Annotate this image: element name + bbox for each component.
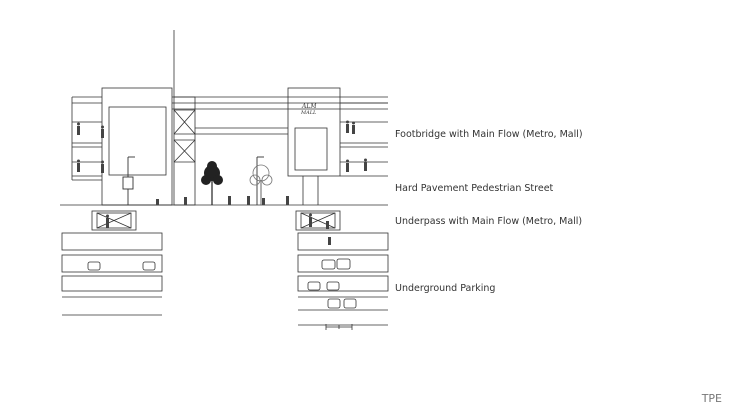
scale-bar	[325, 324, 353, 330]
left-deck-lines	[71, 96, 102, 181]
pedestrian-figures	[77, 120, 367, 245]
street-lamp-right	[256, 156, 264, 205]
parking-slabs-right	[297, 232, 389, 326]
right-building: ALM MALL	[287, 87, 341, 205]
parking-slabs-left	[61, 232, 163, 316]
underpass-left	[91, 210, 137, 231]
parked-cars	[87, 258, 357, 309]
bridge-tower	[173, 96, 196, 206]
footbridge-label: Footbridge with Main Flow (Metro, Mall)	[395, 129, 583, 140]
left-building	[101, 87, 173, 206]
underground-parking-label: Underground Parking	[395, 283, 496, 294]
corner-tag: TPE	[701, 392, 722, 405]
underpass-right	[295, 210, 341, 231]
tree-light	[249, 164, 273, 205]
tree-dark	[201, 161, 223, 205]
svg-text:MALL: MALL	[300, 110, 317, 116]
underpass-label: Underpass with Main Flow (Metro, Mall)	[395, 216, 583, 227]
footbridge-upper-deck	[172, 96, 388, 135]
street-lamp-left	[122, 156, 135, 205]
pedestrian-street-label: Hard Pavement Pedestrian Street	[395, 183, 554, 194]
svg-text:ALM: ALM	[301, 103, 317, 110]
